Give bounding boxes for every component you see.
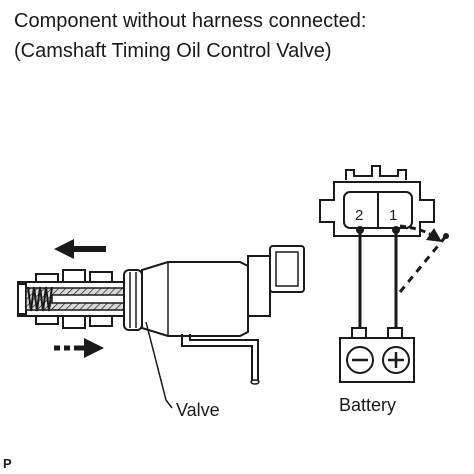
corner-mark: P [3,456,12,471]
extend-dashed-arrow-icon [54,338,104,358]
heading-line-1: Component without harness connected: [14,10,367,32]
connect-arrow-icon [399,224,442,242]
terminal-2-probe [356,226,364,234]
terminal-1-probe [392,226,400,234]
switching-lead [398,233,449,293]
valve-connector [319,165,435,237]
retract-arrow-icon [54,239,106,259]
terminal-1-label: 1 [389,207,397,224]
battery-label: Battery [339,395,396,415]
terminal-2-label: 2 [355,207,363,224]
valve-label: Valve [176,400,220,420]
battery [339,327,415,383]
oil-control-valve [17,245,305,385]
valve-leader-line [145,321,173,409]
heading-line-2: (Camshaft Timing Oil Control Valve) [14,40,332,62]
